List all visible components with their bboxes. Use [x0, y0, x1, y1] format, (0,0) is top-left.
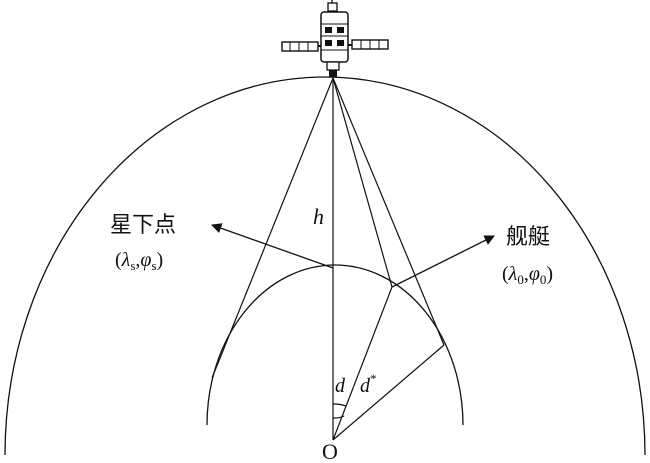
satellite-icon: [281, 0, 389, 77]
ship-label: 舰艇: [506, 225, 550, 250]
right-tangent-line: [332, 77, 445, 346]
subsatellite-point-label: 星下点: [110, 213, 176, 238]
earth-arc: [206, 264, 464, 426]
origin-label: O: [322, 439, 338, 463]
orbit-arc: [4, 76, 646, 456]
left-tangent-line: [211, 77, 334, 379]
height-label: h: [313, 204, 324, 229]
center-to-tangent-line: [332, 344, 445, 441]
center-to-ship-line: [332, 286, 393, 441]
ship-coords-label: (λ0,φ0): [502, 263, 553, 287]
subsatellite-arrow: [211, 223, 334, 269]
subsatellite-coords-label: (λs,φs): [115, 249, 163, 273]
angle-arc-d: [332, 403, 347, 407]
angle-d-label: d: [335, 375, 346, 397]
angle-d-star-label: d*: [360, 371, 377, 397]
angle-arc-d-star: [332, 415, 345, 419]
ship-arrow: [391, 235, 495, 288]
line-to-ship: [332, 77, 393, 288]
